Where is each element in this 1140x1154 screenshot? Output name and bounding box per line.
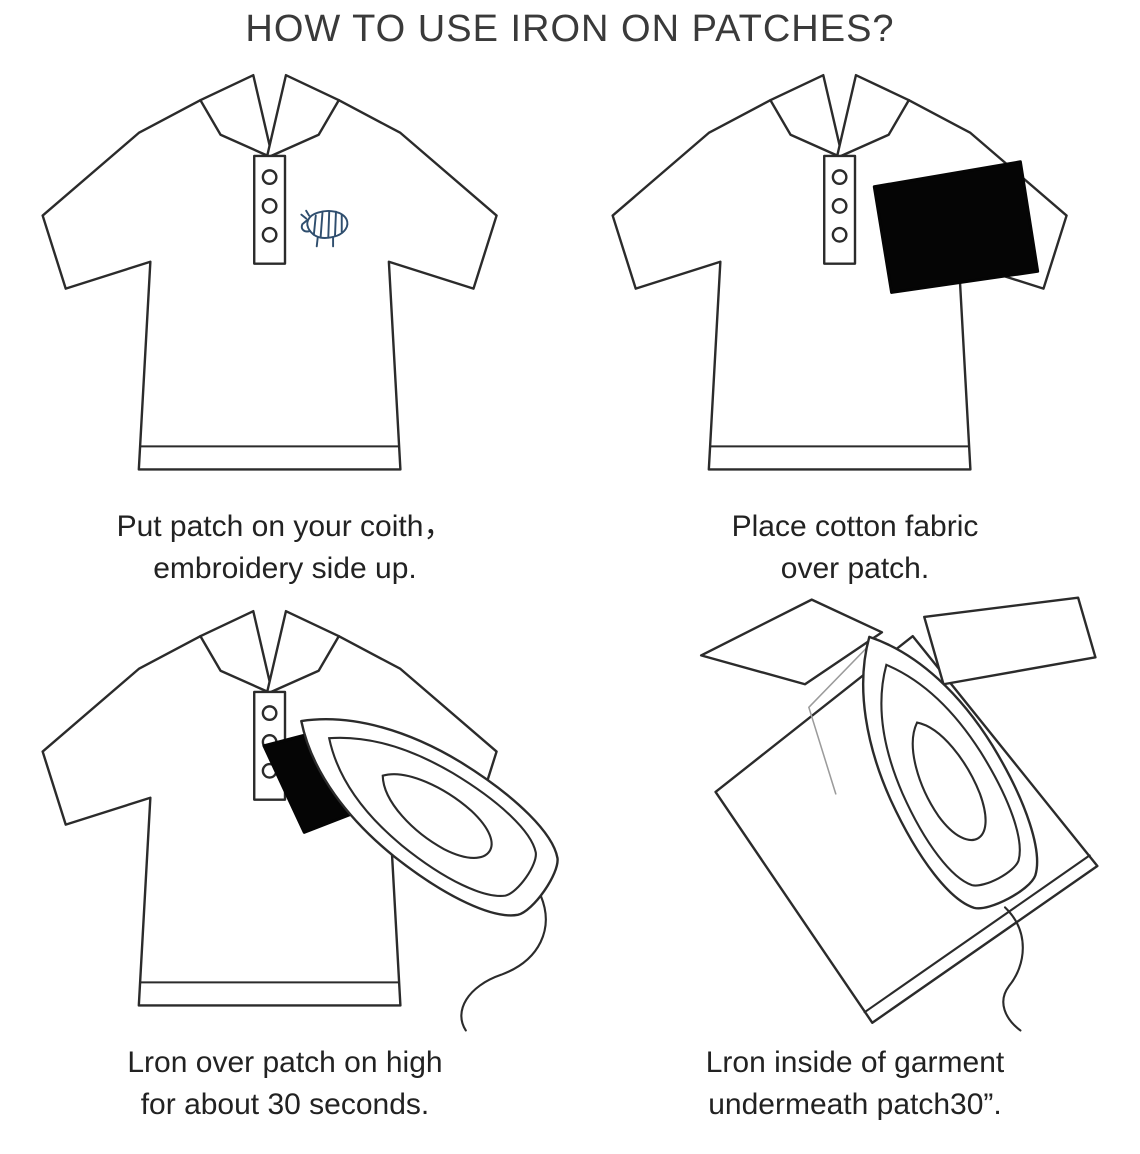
step-4-caption: Lron inside of garment undermeath patch3… — [706, 1042, 1005, 1126]
step-1-caption: Put patch on your coith， embroidery side… — [117, 506, 454, 590]
polo-shirt-icon — [41, 73, 498, 471]
iron-cord-icon — [1002, 905, 1024, 1032]
step-3-caption-line-2: for about 30 seconds. — [140, 1087, 430, 1121]
step-3-caption-line-1: Lron over patch on high — [127, 1045, 443, 1079]
step-4-caption-line-1: Lron inside of garment — [705, 1045, 1005, 1079]
step-1-panel: Put patch on your coith， embroidery side… — [0, 54, 570, 590]
cotton-fabric-icon — [872, 159, 1040, 294]
step-4-panel: Lron inside of garment undermeath patch3… — [570, 590, 1140, 1126]
hem-line — [863, 853, 1091, 1013]
step-1-illustration — [41, 73, 498, 471]
step-4-caption-line-2: undermeath patch30”. — [708, 1087, 1002, 1121]
iron-cord-icon — [460, 894, 547, 1032]
step-2-panel: Place cotton fabric over patch. — [570, 54, 1140, 590]
step-3-caption: Lron over patch on high for about 30 sec… — [127, 1042, 442, 1126]
step-2-illustration — [611, 73, 1068, 471]
sleeve-left-icon — [699, 597, 884, 685]
sleeve-right-icon — [923, 595, 1097, 685]
step-2-caption-line-2: over patch. — [780, 551, 930, 585]
zebra-patch-icon — [300, 209, 349, 247]
step-3-panel: Lron over patch on high for about 30 sec… — [0, 590, 570, 1126]
step-4-illustration — [699, 595, 1099, 1032]
step-3-illustration — [41, 609, 565, 1032]
step-1-caption-line-2: embroidery side up. — [153, 551, 417, 585]
step-2-caption: Place cotton fabric over patch. — [732, 506, 979, 590]
steps-grid: Put patch on your coith， embroidery side… — [0, 54, 1140, 1126]
step-1-caption-line-1: Put patch on your coith， — [116, 509, 454, 543]
page-title: HOW TO USE IRON ON PATCHES? — [245, 8, 895, 50]
step-2-caption-line-1: Place cotton fabric — [731, 509, 979, 543]
